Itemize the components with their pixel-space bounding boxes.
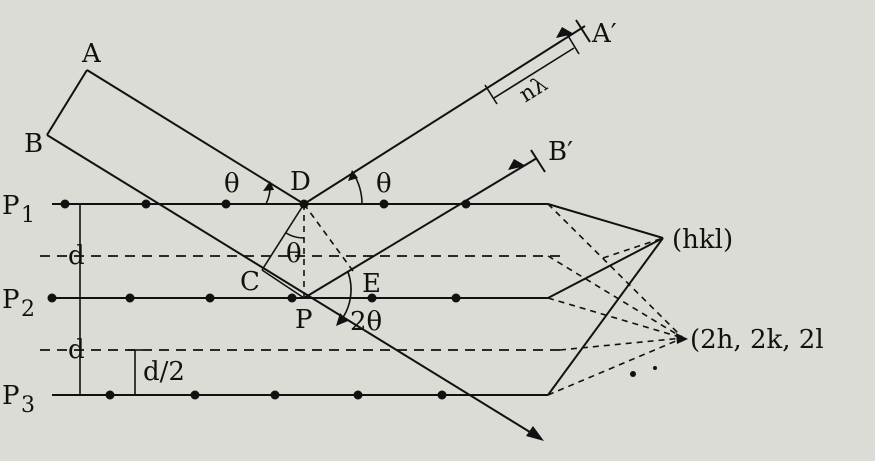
n-lambda-dim-line — [493, 47, 575, 99]
label-c: C — [240, 267, 260, 297]
label-d-point: D — [290, 167, 311, 197]
hkl-line-long — [547, 237, 664, 396]
dashed-converge-5 — [547, 337, 684, 396]
reflected-ray-a — [303, 25, 586, 205]
n-lambda-end-left — [484, 84, 498, 105]
label-plane-2h2k2l: (2h, 2k, 2l — [690, 325, 824, 355]
stray-dot-small — [653, 366, 657, 370]
label-p: P — [295, 305, 313, 335]
label-d-upper: d — [68, 241, 85, 271]
label-p1: P 1 — [2, 191, 35, 228]
label-theta-inner: θ — [286, 239, 302, 269]
label-e: E — [362, 269, 381, 299]
reflected-ray-b — [303, 157, 538, 299]
label-theta-reflected: θ — [376, 169, 392, 199]
atoms-p3 — [105, 390, 447, 400]
label-p2: P 2 — [2, 285, 35, 322]
reflected-arrowhead-a — [556, 27, 574, 38]
hkl-line-bottom — [547, 237, 664, 299]
incident-ray-b — [46, 134, 539, 438]
wavefront-dc — [261, 203, 305, 271]
svg-text:3: 3 — [21, 393, 35, 418]
angle-arc-inner — [285, 232, 305, 239]
stray-dot — [630, 371, 636, 377]
label-a: A — [81, 39, 102, 69]
angle-arrow-incident — [263, 181, 274, 191]
label-plane-hkl: (hkl) — [672, 225, 733, 255]
dashed-converge-4 — [559, 337, 684, 351]
angle-arrow-reflected — [348, 170, 358, 181]
segment-cp — [261, 269, 305, 299]
wavefront-tick-a — [575, 19, 591, 43]
label-n-lambda: nλ — [515, 72, 552, 108]
label-a-prime: A′ — [591, 19, 617, 49]
label-two-theta: 2θ — [350, 307, 382, 337]
wavefront-tick-b — [530, 149, 546, 173]
dashed-converge-2 — [547, 255, 684, 339]
atoms-p2 — [47, 293, 461, 303]
incident-ray-a — [86, 69, 305, 205]
svg-text:P: P — [2, 285, 20, 315]
transmitted-arrowhead — [526, 426, 544, 441]
svg-text:P: P — [2, 381, 20, 411]
svg-text:1: 1 — [21, 203, 35, 228]
label-d-half: d/2 — [143, 357, 185, 387]
svg-text:2: 2 — [21, 297, 35, 322]
label-b-prime: B′ — [548, 137, 573, 167]
wavefront-ab — [46, 69, 88, 136]
segment-de — [303, 203, 354, 272]
label-b: B — [24, 129, 43, 159]
label-p3: P 3 — [2, 381, 35, 418]
reflected-arrowhead-b — [508, 159, 526, 170]
hkl-pointer — [602, 237, 664, 259]
dashed-converge-1 — [547, 203, 684, 339]
angle-arrow-two-theta — [336, 313, 348, 326]
label-d-lower: d — [68, 335, 85, 365]
n-lambda-end-right — [566, 33, 580, 55]
svg-text:P: P — [2, 191, 20, 221]
dashed-converge-3 — [547, 297, 684, 339]
label-theta-incident: θ — [224, 169, 240, 199]
converge-arrowhead — [676, 333, 688, 344]
hkl-line-top — [547, 203, 664, 239]
